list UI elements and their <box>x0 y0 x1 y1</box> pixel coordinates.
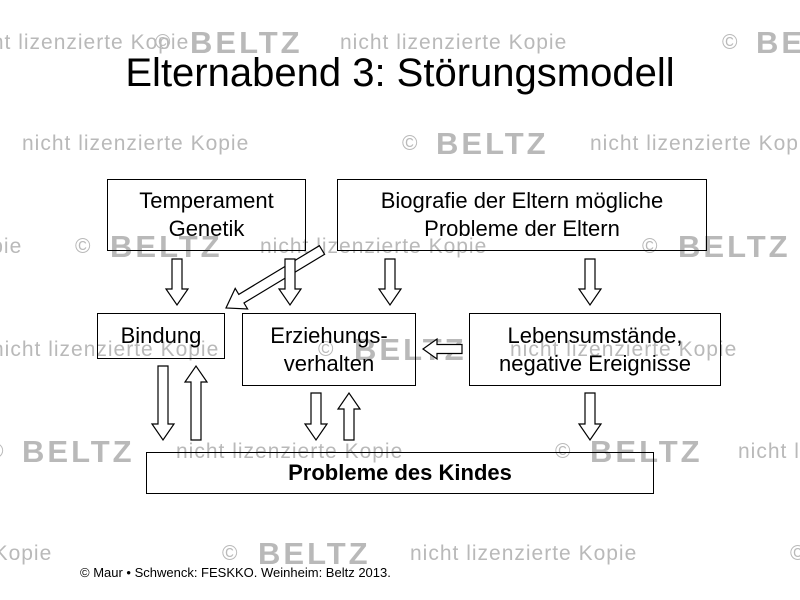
watermark-copyright: © <box>722 31 739 54</box>
box-biografie-line1: Biografie der Eltern mögliche <box>380 188 664 213</box>
watermark-text: nicht lizenzierte Kopie <box>22 132 250 155</box>
watermark-row: BELTZ nicht lizenzierte Kopie © BELTZ ni… <box>0 129 800 159</box>
watermark-copyright: © <box>75 235 92 258</box>
arrow-probleme-to-bindung <box>183 364 209 441</box>
arrow-biografie-to-erziehung-left <box>277 258 303 307</box>
arrow-erziehung-to-probleme <box>303 392 329 442</box>
watermark-row: nicht lizenzierte Kopie © BELTZ nicht li… <box>0 28 800 58</box>
watermark-text: nicht lizenzierte Kopie <box>0 338 220 361</box>
watermark-copyright: © <box>318 338 335 361</box>
watermark-text: nicht lizenzierte Kopie <box>0 542 53 565</box>
watermark-text: nicht lizenzierte Kopie <box>0 235 23 258</box>
watermark-brand: BELTZ <box>436 129 549 159</box>
box-lebensumstaende-line1: Lebensumstände, <box>507 322 683 348</box>
watermark-text: nicht lizenzierte Kopie <box>176 440 404 463</box>
watermark-brand: BELTZ <box>678 232 791 262</box>
arrow-biografie-to-lebensumstaende <box>577 258 603 307</box>
box-biografie-der-eltern: Biografie der Eltern mögliche Probleme d… <box>337 179 707 251</box>
watermark-text: nicht lizenzierte Kopie <box>340 31 568 54</box>
box-lebensumstaende-line2: negative Ereignisse <box>498 350 691 376</box>
watermark-brand: BELTZ <box>190 28 303 58</box>
box-biografie-line2: Probleme der Eltern <box>424 216 620 241</box>
watermark-text: nicht lizenzierte Kopie <box>0 31 190 54</box>
watermark-copyright: © <box>642 235 659 258</box>
watermark-brand: BELTZ <box>22 437 135 467</box>
box-bindung: Bindung <box>97 313 225 359</box>
box-temperament-genetik: Temperament Genetik <box>107 179 306 251</box>
box-temperament-line1: Temperament <box>139 188 274 213</box>
watermark-text: nicht lizenzierte Kopie <box>590 132 800 155</box>
arrow-lebensumstaende-to-probleme <box>577 392 603 442</box>
box-temperament-line2: Genetik <box>168 216 245 241</box>
slide-title: Elternabend 3: Störungsmodell <box>125 51 675 95</box>
box-bindung-line1: Bindung <box>120 323 202 348</box>
arrow-probleme-to-erziehung <box>336 391 362 441</box>
watermark-copyright: © <box>222 542 239 565</box>
box-erziehung-line2: verhalten <box>283 350 375 376</box>
watermark-copyright: © <box>790 542 800 565</box>
box-erziehungsverhalten: Erziehungs- verhalten <box>242 313 416 386</box>
watermark-copyright: © <box>0 437 4 467</box>
arrow-temperament-to-bindung <box>164 258 190 307</box>
box-lebensumstaende: Lebensumstände, negative Ereignisse <box>469 313 721 386</box>
box-probleme-line1: Probleme des Kindes <box>288 460 512 485</box>
watermark-copyright: © <box>402 132 419 155</box>
watermark-text: nicht lizenzierte Kopie <box>410 542 638 565</box>
watermark-row: nicht lizenzierte Kopie © BELTZ nicht li… <box>0 539 800 569</box>
arrow-biografie-to-bindung <box>225 244 326 310</box>
watermark-copyright: © <box>555 440 572 463</box>
box-erziehung-line1: Erziehungs- <box>270 322 388 348</box>
watermark-row: nicht lizenzierte Kopie © BELTZ nicht li… <box>0 232 800 262</box>
watermark-text: nicht lizenzierte Kopie <box>510 338 738 361</box>
box-probleme-des-kindes: Probleme des Kindes <box>146 452 654 494</box>
arrow-biografie-to-erziehung-right <box>377 258 403 307</box>
watermark-text: nicht lizenzierte Kopie <box>738 440 800 463</box>
footer-citation: © Maur • Schwenck: FESKKO. Weinheim: Bel… <box>80 565 391 580</box>
watermark-brand: BELTZ <box>110 232 223 262</box>
watermark-copyright: © <box>155 31 172 54</box>
arrow-lebensumstaende-to-erziehung <box>421 337 463 361</box>
watermark-brand: BELTZ <box>258 539 371 569</box>
watermark-brand: BELTZ <box>756 28 800 58</box>
arrow-bindung-to-probleme <box>150 365 176 442</box>
